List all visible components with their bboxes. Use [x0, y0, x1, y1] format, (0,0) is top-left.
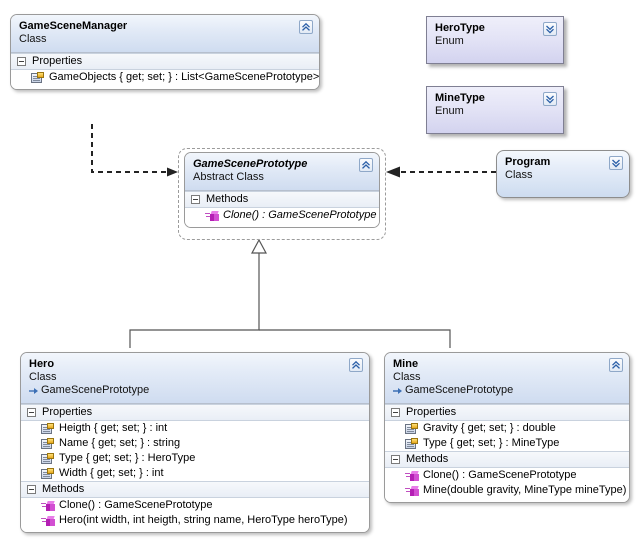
- member-label: GameObjects { get; set; } : List<GameSce…: [49, 71, 320, 83]
- method-icon: [41, 500, 55, 512]
- class-title: Hero: [29, 358, 55, 370]
- member-label: Name { get; set; } : string: [59, 437, 181, 449]
- minus-box-icon[interactable]: [17, 57, 26, 66]
- member-label: Heigth { get; set; } : int: [59, 422, 168, 434]
- method-icon: [405, 485, 419, 497]
- minus-box-icon[interactable]: [191, 195, 200, 204]
- inheritance-arrow-icon: [393, 387, 403, 395]
- chevron-double-up-icon[interactable]: [349, 358, 363, 372]
- chevron-double-up-icon[interactable]: [359, 158, 373, 172]
- member-label: Clone() : GameScenePrototype: [223, 209, 377, 221]
- property-icon: [41, 453, 55, 465]
- method-icon: [405, 470, 419, 482]
- member-row[interactable]: Width { get; set; } : int: [21, 466, 369, 481]
- inheritance-arrow-icon: [29, 387, 39, 395]
- enum-title: MineType: [435, 92, 485, 104]
- method-icon: [41, 515, 55, 527]
- member-row[interactable]: Gravity { get; set; } : double: [385, 421, 629, 436]
- class-body: Methods Clone() : GameScenePrototype: [185, 191, 379, 227]
- compartment-header-properties[interactable]: Properties: [21, 404, 369, 421]
- connector-program-to-prototype: [386, 166, 496, 178]
- member-row[interactable]: Mine(double gravity, MineType mineType): [385, 483, 629, 498]
- chevron-double-up-icon[interactable]: [299, 20, 313, 34]
- member-row[interactable]: Clone() : GameScenePrototype: [185, 208, 379, 223]
- enum-title: HeroType: [435, 22, 485, 34]
- compartment-header-methods[interactable]: Methods: [21, 481, 369, 498]
- compartment-label: Methods: [42, 483, 85, 495]
- minus-box-icon[interactable]: [27, 485, 36, 494]
- member-row[interactable]: Type { get; set; } : MineType: [385, 436, 629, 451]
- class-body: Properties GameObjects { get; set; } : L…: [11, 53, 319, 89]
- class-header: GameScenePrototype Abstract Class: [185, 153, 379, 191]
- member-label: Gravity { get; set; } : double: [423, 422, 556, 434]
- chevron-double-up-icon[interactable]: [609, 358, 623, 372]
- class-stereotype: Class: [505, 169, 533, 181]
- property-icon: [31, 72, 45, 84]
- class-box-mine[interactable]: Mine Class GameScenePrototype: [384, 352, 630, 503]
- class-stereotype: Abstract Class: [193, 171, 264, 183]
- class-body: Properties Heigth { get; set; } : int Na…: [21, 404, 369, 532]
- chevron-double-down-icon[interactable]: [609, 156, 623, 170]
- member-row[interactable]: Hero(int width, int heigth, string name,…: [21, 513, 369, 528]
- compartment-label: Properties: [406, 406, 457, 418]
- member-row[interactable]: Clone() : GameScenePrototype: [385, 468, 629, 483]
- member-label: Type { get; set; } : HeroType: [59, 452, 196, 464]
- class-base-label: GameScenePrototype: [405, 384, 514, 396]
- minus-box-icon[interactable]: [391, 408, 400, 417]
- chevron-double-down-icon[interactable]: [543, 22, 557, 36]
- minus-box-icon[interactable]: [27, 408, 36, 417]
- compartment-header-methods[interactable]: Methods: [385, 451, 629, 468]
- class-box-gamescenemanager[interactable]: GameSceneManager Class Properties GameOb…: [10, 14, 320, 90]
- member-label: Clone() : GameScenePrototype: [59, 499, 213, 511]
- class-box-program[interactable]: Program Class: [496, 150, 630, 198]
- class-body: Properties Gravity { get; set; } : doubl…: [385, 404, 629, 502]
- member-row[interactable]: Clone() : GameScenePrototype: [21, 498, 369, 513]
- class-stereotype: Class: [19, 33, 47, 45]
- class-title: Mine: [393, 358, 419, 370]
- property-icon: [41, 468, 55, 480]
- class-stereotype: Class: [29, 371, 57, 383]
- member-label: Type { get; set; } : MineType: [423, 437, 560, 449]
- minus-box-icon[interactable]: [391, 455, 400, 464]
- class-header: Mine Class GameScenePrototype: [385, 353, 629, 404]
- compartment-header-methods[interactable]: Methods: [185, 191, 379, 208]
- property-icon: [41, 438, 55, 450]
- enum-box-herotype[interactable]: HeroType Enum: [426, 16, 564, 64]
- class-stereotype: Class: [393, 371, 421, 383]
- property-icon: [405, 438, 419, 450]
- compartment-label: Properties: [32, 55, 83, 67]
- class-box-gamesceneprototype[interactable]: GameScenePrototype Abstract Class Method…: [184, 152, 380, 228]
- member-row[interactable]: Name { get; set; } : string: [21, 436, 369, 451]
- class-base: GameScenePrototype: [29, 384, 361, 397]
- compartment-label: Properties: [42, 406, 93, 418]
- compartment-header-properties[interactable]: Properties: [385, 404, 629, 421]
- enum-box-minetype[interactable]: MineType Enum: [426, 86, 564, 134]
- member-row[interactable]: GameObjects { get; set; } : List<GameSce…: [11, 70, 319, 85]
- property-icon: [405, 423, 419, 435]
- connector-generalization-tree: [129, 238, 451, 348]
- compartment-label: Methods: [406, 453, 449, 465]
- class-header: Hero Class GameScenePrototype: [21, 353, 369, 404]
- class-box-hero[interactable]: Hero Class GameScenePrototype: [20, 352, 370, 533]
- property-icon: [41, 423, 55, 435]
- chevron-double-down-icon[interactable]: [543, 92, 557, 106]
- class-base-label: GameScenePrototype: [41, 384, 150, 396]
- class-base: GameScenePrototype: [393, 384, 621, 397]
- class-title: GameSceneManager: [19, 20, 128, 32]
- enum-stereotype: Enum: [435, 35, 464, 47]
- connector-manager-to-prototype: [91, 124, 178, 177]
- member-label: Clone() : GameScenePrototype: [423, 469, 577, 481]
- method-icon: [205, 210, 219, 222]
- enum-stereotype: Enum: [435, 105, 464, 117]
- member-label: Width { get; set; } : int: [59, 467, 164, 479]
- member-label: Mine(double gravity, MineType mineType): [423, 484, 627, 496]
- member-label: Hero(int width, int heigth, string name,…: [59, 514, 348, 526]
- class-title: Program: [505, 156, 551, 168]
- class-title: GameScenePrototype: [193, 158, 308, 170]
- member-row[interactable]: Heigth { get; set; } : int: [21, 421, 369, 436]
- class-header: GameSceneManager Class: [11, 15, 319, 53]
- member-row[interactable]: Type { get; set; } : HeroType: [21, 451, 369, 466]
- compartment-header-properties[interactable]: Properties: [11, 53, 319, 70]
- compartment-label: Methods: [206, 193, 249, 205]
